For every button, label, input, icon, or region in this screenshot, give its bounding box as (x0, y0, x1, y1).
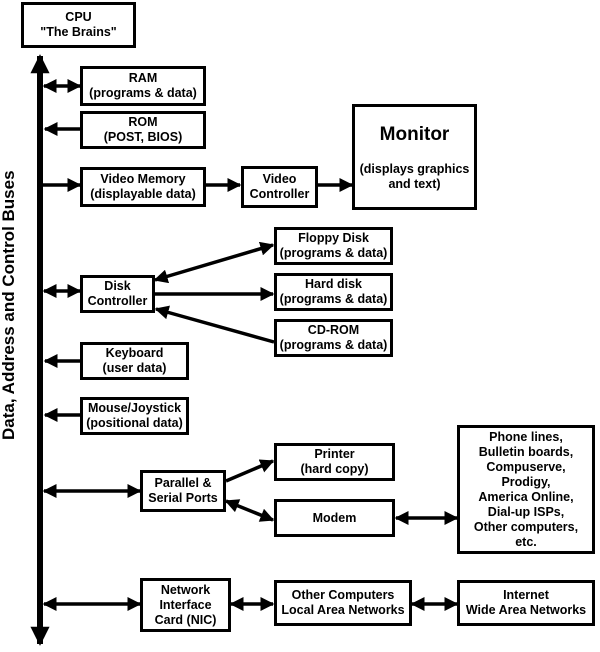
floppy-disk-label: Floppy Disk (298, 231, 369, 245)
keyboard-label: Keyboard (105, 346, 164, 360)
disk-floppy-arrow (153, 241, 275, 284)
phone-line-2: Compuserve, (486, 459, 566, 474)
cpu-subtitle: "The Brains" (40, 25, 117, 39)
keyboard-box: Keyboard (user data) (80, 342, 189, 380)
phone-line-5: Dial-up ISPs, (487, 504, 565, 519)
mouse-joystick-box: Mouse/Joystick (positional data) (80, 397, 189, 435)
phone-line-4: America Online, (478, 489, 574, 504)
internet-box: Internet Wide Area Networks (457, 580, 595, 626)
video-memory-box: Video Memory (displayable data) (80, 167, 206, 207)
monitor-line1: (displays graphics (359, 162, 470, 176)
video-memory-label: Video Memory (100, 172, 186, 186)
lan-line2: Local Area Networks (281, 603, 405, 617)
disk-controller-line2: Controller (87, 294, 148, 308)
disk-controller-line1: Disk (104, 279, 131, 293)
phone-line-0: Phone lines, (489, 429, 563, 444)
cdrom-disk-arrow (154, 305, 275, 344)
cdrom-subtitle: (programs & data) (279, 338, 388, 352)
nic-line3: Card (NIC) (154, 612, 217, 627)
keyboard-subtitle: (user data) (102, 361, 167, 375)
internet-line2: Wide Area Networks (465, 603, 587, 617)
lan-line1: Other Computers (291, 588, 395, 602)
ram-box: RAM (programs & data) (80, 66, 206, 106)
modem-box: Modem (274, 499, 395, 537)
ports-printer-arrow (225, 459, 275, 483)
monitor-box: Monitor (displays graphics and text) (352, 104, 477, 210)
lan-box: Other Computers Local Area Networks (274, 580, 412, 626)
phone-line-7: etc. (515, 534, 537, 549)
hard-disk-subtitle: (programs & data) (279, 292, 388, 306)
cdrom-box: CD-ROM (programs & data) (274, 319, 393, 357)
ports-modem-arrow (224, 499, 275, 522)
phone-line-6: Other computers, (473, 519, 579, 534)
cpu-label: CPU (65, 10, 92, 24)
floppy-disk-subtitle: (programs & data) (279, 246, 388, 260)
printer-subtitle: (hard copy) (300, 462, 369, 476)
hard-disk-box: Hard disk (programs & data) (274, 273, 393, 311)
video-memory-subtitle: (displayable data) (90, 187, 196, 201)
cdrom-label: CD-ROM (307, 323, 360, 337)
nic-line2: Interface (159, 597, 212, 612)
bus-label: Data, Address and Control Buses (0, 170, 18, 440)
cpu-box: CPU "The Brains" (21, 2, 136, 48)
parallel-serial-line1: Parallel & (154, 476, 212, 490)
phone-line-3: Prodigy, (501, 474, 551, 489)
phone-lines-box: Phone lines, Bulletin boards, Compuserve… (457, 425, 595, 554)
rom-subtitle: (POST, BIOS) (103, 130, 183, 144)
hard-disk-label: Hard disk (305, 277, 362, 291)
video-controller-box: Video Controller (241, 166, 318, 208)
internet-line1: Internet (503, 588, 549, 602)
rom-label: ROM (128, 115, 158, 129)
nic-line1: Network (160, 582, 211, 597)
ram-label: RAM (128, 71, 158, 85)
parallel-serial-ports-box: Parallel & Serial Ports (140, 470, 226, 512)
mouse-joystick-label: Mouse/Joystick (87, 401, 182, 415)
printer-label: Printer (314, 447, 355, 461)
rom-box: ROM (POST, BIOS) (80, 111, 206, 149)
monitor-line2: and text) (388, 177, 441, 191)
video-controller-line1: Video (262, 172, 297, 186)
disk-controller-box: Disk Controller (80, 275, 155, 313)
mouse-joystick-subtitle: (positional data) (86, 416, 183, 430)
printer-box: Printer (hard copy) (274, 443, 395, 481)
ram-subtitle: (programs & data) (89, 86, 197, 100)
nic-box: Network Interface Card (NIC) (140, 578, 231, 632)
phone-line-1: Bulletin boards, (478, 444, 574, 459)
floppy-disk-box: Floppy Disk (programs & data) (274, 227, 393, 265)
monitor-title: Monitor (379, 124, 450, 145)
modem-label: Modem (312, 510, 357, 525)
parallel-serial-line2: Serial Ports (148, 491, 218, 505)
video-controller-line2: Controller (249, 187, 310, 201)
